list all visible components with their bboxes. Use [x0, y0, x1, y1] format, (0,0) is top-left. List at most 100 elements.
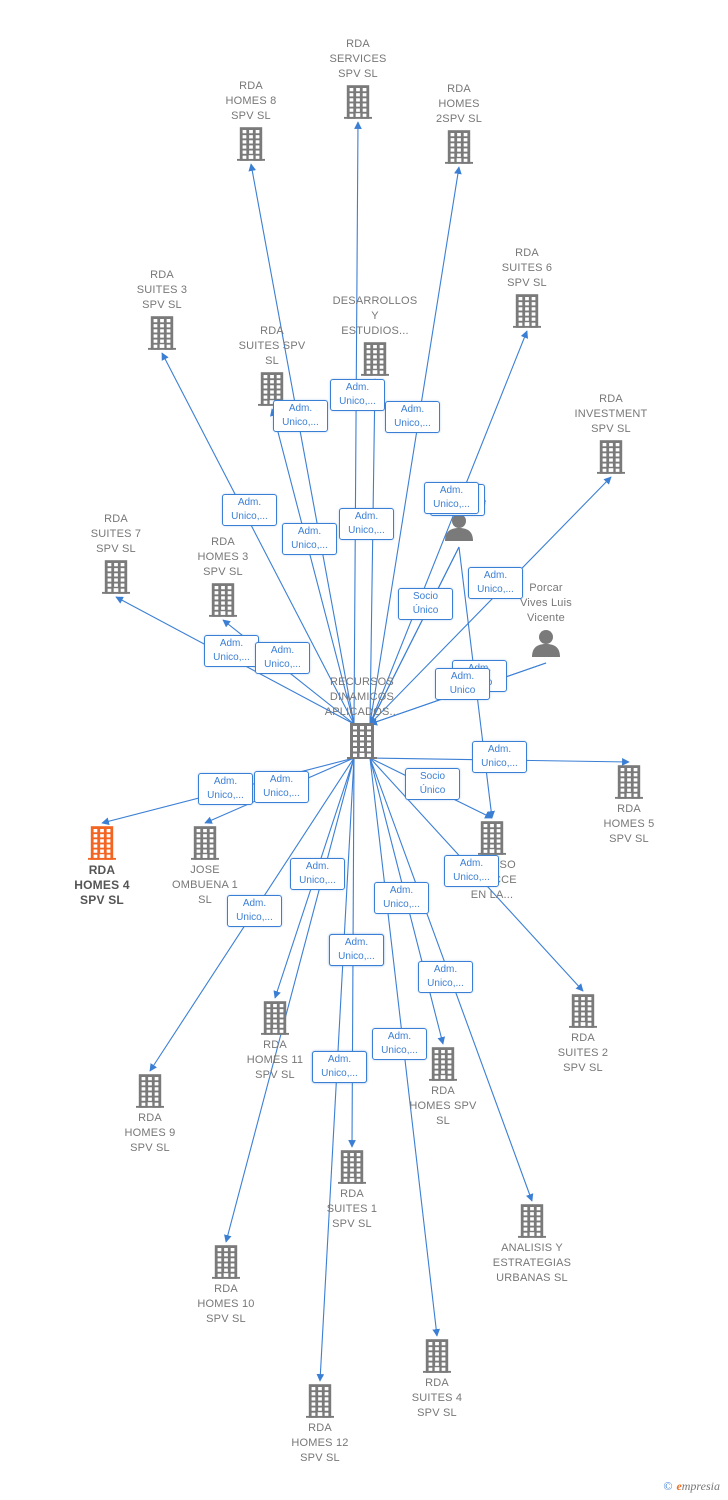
- node-label: RDA SERVICES SPV SL: [329, 38, 387, 80]
- edge-center-to-investment: [369, 476, 612, 725]
- node-label: RDA HOMES 3 SPV SL: [197, 536, 249, 578]
- building-icon: [344, 85, 372, 119]
- node-label: ANALISIS Y ESTRATEGIAS URBANAS SL: [492, 1242, 572, 1284]
- edge-label[interactable]: Adm. Unico,...: [254, 771, 309, 803]
- edge-label[interactable]: Adm. Unico,...: [198, 773, 253, 805]
- node-desarrollos[interactable]: DESARROLLOS Y ESTUDIOS...: [310, 294, 440, 376]
- node-homes3[interactable]: RDA HOMES 3 SPV SL: [158, 535, 288, 617]
- building-icon: [478, 821, 506, 855]
- copyright-icon: ©: [663, 1479, 673, 1493]
- building-icon: [261, 1001, 289, 1035]
- node-homes11[interactable]: RDA HOMES 11 SPV SL: [210, 1001, 340, 1083]
- node-label: RDA HOMES 4 SPV SL: [74, 863, 130, 907]
- node-label: DESARROLLOS Y ESTUDIOS...: [332, 295, 418, 337]
- node-label: RDA SUITES 2 SPV SL: [557, 1032, 609, 1074]
- edge-label[interactable]: Adm. Unico,...: [424, 482, 479, 514]
- building-icon: [569, 994, 597, 1028]
- building-icon: [209, 583, 237, 617]
- edge-label[interactable]: Adm. Unico,...: [329, 934, 384, 966]
- building-icon: [347, 723, 377, 759]
- node-label: JOSE OMBUENA 1 SL: [172, 864, 238, 906]
- edge-label[interactable]: Adm. Unico,...: [282, 523, 337, 555]
- edge-label[interactable]: Adm. Unico,...: [290, 858, 345, 890]
- building-icon: [518, 1204, 546, 1238]
- node-investment[interactable]: RDA INVESTMENT SPV SL: [546, 392, 676, 474]
- edge-label[interactable]: Adm. Unico,...: [222, 494, 277, 526]
- edge-label[interactable]: Adm. Unico,...: [227, 895, 282, 927]
- brand-logo-text: mpresia: [681, 1479, 720, 1493]
- edge-label[interactable]: Adm. Unico,...: [372, 1028, 427, 1060]
- edge-label[interactable]: Adm. Unico,...: [204, 635, 259, 667]
- edge-label[interactable]: Socio Único: [398, 588, 453, 620]
- building-icon: [306, 1384, 334, 1418]
- edge-label[interactable]: Adm. Unico,...: [339, 508, 394, 540]
- node-homesspv[interactable]: RDA HOMES SPV SL: [378, 1047, 508, 1129]
- node-homes5[interactable]: RDA HOMES 5 SPV SL: [564, 765, 694, 847]
- person-icon: [532, 630, 560, 657]
- node-services[interactable]: RDA SERVICES SPV SL: [293, 37, 423, 119]
- edge-label[interactable]: Adm. Unico: [435, 668, 490, 700]
- building-icon: [212, 1245, 240, 1279]
- building-icon: [148, 316, 176, 350]
- node-center[interactable]: RECURSOS DINAMICOS APLICADOS...: [297, 675, 427, 759]
- node-homes9[interactable]: RDA HOMES 9 SPV SL: [85, 1074, 215, 1156]
- edge-label[interactable]: Adm. Unico,...: [468, 567, 523, 599]
- node-suites3[interactable]: RDA SUITES 3 SPV SL: [97, 268, 227, 350]
- node-jose[interactable]: JOSE OMBUENA 1 SL: [140, 826, 270, 908]
- node-homes10[interactable]: RDA HOMES 10 SPV SL: [161, 1245, 291, 1327]
- edge-center-to-homes10: [224, 757, 355, 1243]
- edge-center-to-suitesspv: [270, 408, 355, 725]
- building-icon: [429, 1047, 457, 1081]
- node-label: RDA SUITES 1 SPV SL: [326, 1188, 378, 1230]
- node-suites7[interactable]: RDA SUITES 7 SPV SL: [51, 512, 181, 594]
- node-label: RDA HOMES 9 SPV SL: [124, 1112, 176, 1154]
- edge-label[interactable]: Adm. Unico,...: [312, 1051, 367, 1083]
- building-icon: [136, 1074, 164, 1108]
- person-icon: [445, 514, 473, 541]
- node-suites1[interactable]: RDA SUITES 1 SPV SL: [287, 1150, 417, 1232]
- edge-center-to-suites6: [369, 330, 529, 725]
- edge-center-to-homes2: [369, 166, 462, 725]
- edge-center-to-homes8: [248, 163, 355, 725]
- node-analisis[interactable]: ANALISIS Y ESTRATEGIAS URBANAS SL: [467, 1204, 597, 1286]
- edge-porcarjose-to-center: [369, 546, 460, 725]
- node-suites4[interactable]: RDA SUITES 4 SPV SL: [372, 1339, 502, 1421]
- node-homes12[interactable]: RDA HOMES 12 SPV SL: [255, 1384, 385, 1466]
- brand-logo-e: e: [676, 1479, 682, 1493]
- building-icon: [338, 1150, 366, 1184]
- node-homes2[interactable]: RDA HOMES 2SPV SL: [394, 82, 524, 164]
- building-icon: [615, 765, 643, 799]
- node-homes4[interactable]: RDA HOMES 4 SPV SL: [37, 826, 167, 908]
- edge-label[interactable]: Adm. Unico,...: [418, 961, 473, 993]
- node-suites6[interactable]: RDA SUITES 6 SPV SL: [462, 246, 592, 328]
- brand-footer: ©empresia: [663, 1479, 720, 1494]
- building-icon: [237, 127, 265, 161]
- node-label: RDA HOMES 11 SPV SL: [246, 1039, 304, 1081]
- node-porcarluis[interactable]: Porcar Vives Luis Vicente: [481, 581, 611, 657]
- building-icon: [191, 826, 219, 860]
- building-icon: [445, 130, 473, 164]
- edge-label[interactable]: Socio Único: [405, 768, 460, 800]
- node-suitesspv[interactable]: RDA SUITES SPV SL: [207, 324, 337, 406]
- building-icon: [102, 560, 130, 594]
- node-label: RDA HOMES 8 SPV SL: [225, 80, 277, 122]
- building-icon: [597, 440, 625, 474]
- building-icon: [423, 1339, 451, 1373]
- node-label: RDA INVESTMENT SPV SL: [574, 393, 648, 435]
- node-label: RDA HOMES 10 SPV SL: [197, 1283, 255, 1325]
- node-label: RDA SUITES 4 SPV SL: [411, 1377, 463, 1419]
- edge-label[interactable]: Adm. Unico,...: [385, 401, 440, 433]
- edge-label[interactable]: Adm. Unico,...: [255, 642, 310, 674]
- edge-label[interactable]: Adm. Unico,...: [444, 855, 499, 887]
- edge-label[interactable]: Adm. Unico,...: [374, 882, 429, 914]
- edge-label[interactable]: Adm. Unico,...: [273, 400, 328, 432]
- node-homes8[interactable]: RDA HOMES 8 SPV SL: [186, 79, 316, 161]
- edge-label[interactable]: Adm. Unico,...: [472, 741, 527, 773]
- edge-center-to-suites3: [161, 352, 355, 725]
- node-label: RDA HOMES SPV SL: [409, 1085, 477, 1127]
- edge-label[interactable]: Adm. Unico,...: [330, 379, 385, 411]
- node-label: RDA SUITES 6 SPV SL: [501, 247, 553, 289]
- node-label: RDA HOMES 12 SPV SL: [291, 1422, 349, 1464]
- node-suites2[interactable]: RDA SUITES 2 SPV SL: [518, 994, 648, 1076]
